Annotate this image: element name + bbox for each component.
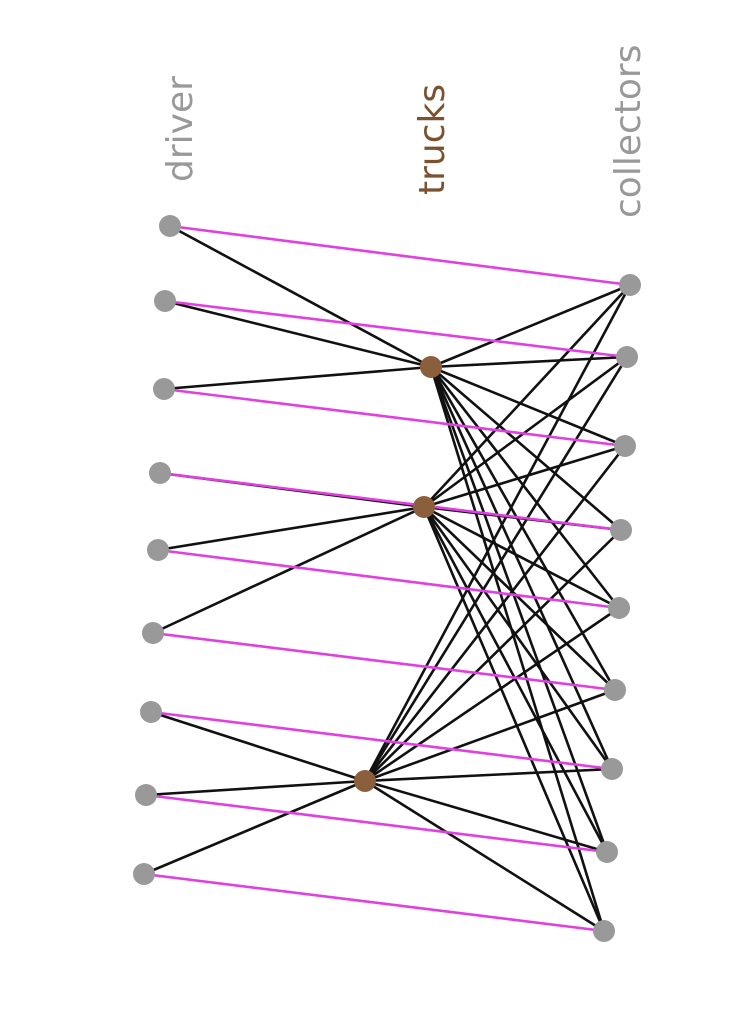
truck-collector-edge: [363, 779, 609, 854]
driver-node: [154, 290, 176, 312]
node-layer: [133, 215, 641, 942]
matching-edge: [142, 872, 606, 933]
driver-truck-edge: [142, 779, 367, 876]
driver-node: [133, 863, 155, 885]
matching-edge-layer: [142, 224, 632, 933]
truck-collector-edge: [422, 283, 632, 509]
driver-truck-edge: [163, 299, 433, 369]
truck-collector-edge: [429, 365, 606, 933]
column-label-drivers: driver: [160, 76, 201, 182]
truck-node: [413, 496, 435, 518]
collector-node: [614, 435, 636, 457]
driver-truck-edge: [168, 224, 433, 369]
driver-node: [149, 462, 171, 484]
truck-collector-edge: [422, 505, 621, 610]
driver-truck-edge: [162, 365, 433, 391]
matching-edge: [163, 299, 629, 359]
driver-truck-edge: [144, 779, 367, 797]
driver-node: [147, 539, 169, 561]
driver-truck-edge: [151, 505, 426, 635]
truck-collector-edge: [363, 355, 629, 783]
truck-collector-edge: [429, 283, 632, 369]
matching-edge: [149, 710, 614, 771]
truck-collector-edge: [363, 528, 623, 783]
collector-node: [619, 274, 641, 296]
collector-node: [601, 758, 623, 780]
matching-edge: [162, 387, 627, 448]
column-label-trucks: trucks: [412, 84, 453, 195]
truck-collector-edge: [422, 444, 627, 509]
matching-edge: [168, 224, 632, 287]
truck-collector-edge: [422, 505, 614, 771]
truck-collector-edge: [429, 365, 627, 448]
driver-node: [140, 701, 162, 723]
truck-collector-edge: [429, 365, 623, 532]
truck-collector-edge: [363, 767, 614, 783]
truck-collector-edge: [429, 365, 617, 692]
truck-collector-edge: [429, 365, 621, 610]
truck-node: [420, 356, 442, 378]
driver-truck-edge: [149, 710, 367, 783]
driver-node: [135, 784, 157, 806]
collector-node: [608, 597, 630, 619]
collector-node: [593, 920, 615, 942]
driver-node: [153, 378, 175, 400]
truck-collector-edge: [363, 283, 632, 783]
collector-node: [610, 519, 632, 541]
collector-node: [596, 841, 618, 863]
truck-collector-edge: [363, 779, 606, 933]
driver-node: [142, 622, 164, 644]
matching-edge: [156, 548, 621, 610]
truck-collector-edge: [422, 505, 617, 692]
collector-node: [604, 679, 626, 701]
truck-collector-edge: [363, 688, 617, 783]
matching-edge: [144, 793, 609, 854]
column-label-collectors: collectors: [608, 45, 649, 218]
truck-collector-edge: [422, 505, 606, 933]
truck-node: [354, 770, 376, 792]
collector-node: [616, 346, 638, 368]
matching-edge: [151, 631, 617, 692]
truck-collector-edge: [363, 606, 621, 783]
truck-collector-edge: [429, 355, 629, 369]
truck-collector-edge: [422, 355, 629, 509]
truck-edge-layer: [142, 224, 632, 933]
driver-truck-edge: [156, 505, 426, 552]
driver-node: [159, 215, 181, 237]
matching-edge: [158, 471, 623, 532]
truck-collector-edge: [363, 444, 627, 783]
